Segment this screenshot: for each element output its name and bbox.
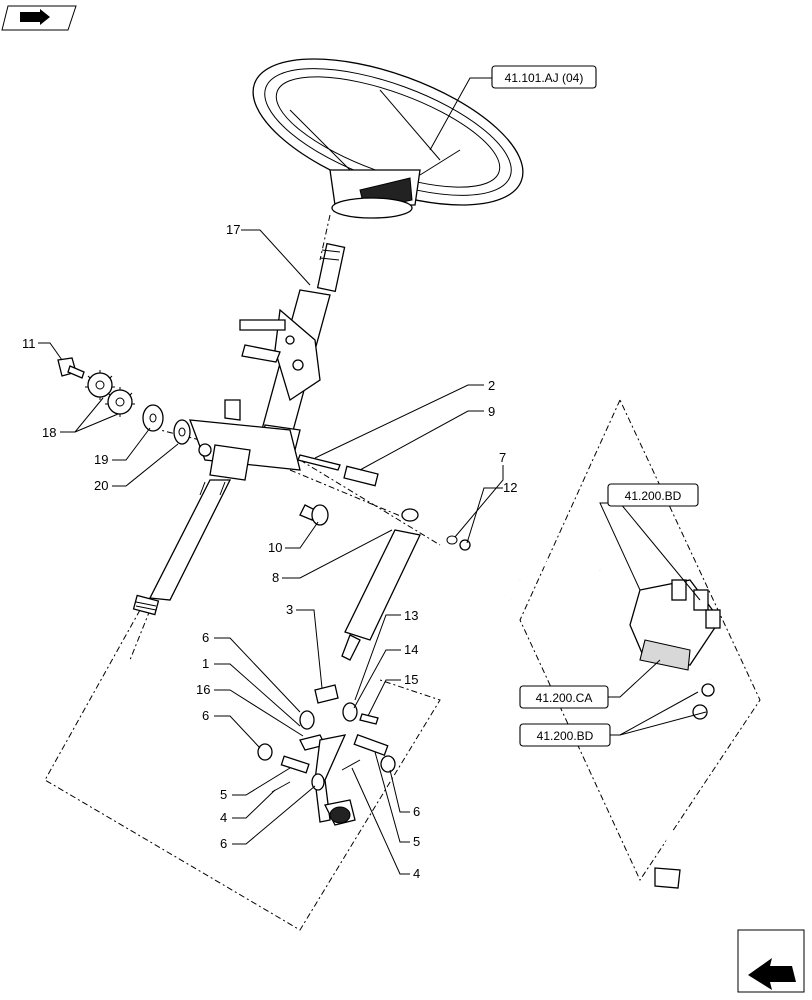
clip-7 <box>446 535 458 545</box>
callout-7: 7 <box>499 450 506 465</box>
star-washer-18a <box>85 370 115 400</box>
callout-5-a: 5 <box>220 787 227 802</box>
split-pin-4-right <box>341 759 361 771</box>
callout-6-b: 6 <box>202 708 209 723</box>
callout-18: 18 <box>42 425 56 440</box>
ref-box-hydraulic-mid[interactable]: 41.200.CA <box>519 685 609 709</box>
callout-5-b: 5 <box>413 834 420 849</box>
hydraulic-steering-unit <box>510 559 724 889</box>
callout-16: 16 <box>196 682 210 697</box>
callout-13: 13 <box>404 608 418 623</box>
ref-label-steering-wheel: 41.101.AJ (04) <box>505 71 584 85</box>
washer-19 <box>142 404 164 432</box>
pin-5-left <box>280 755 310 774</box>
ref-label-hydraulic-top: 41.200.BD <box>625 489 682 503</box>
next-page-arrow-icon[interactable] <box>737 929 805 993</box>
washer-20 <box>173 419 191 445</box>
nut-12 <box>459 539 471 551</box>
callout-8: 8 <box>272 570 279 585</box>
callout-10: 10 <box>268 540 282 555</box>
ref-box-hydraulic-bottom[interactable]: 41.200.BD <box>519 723 611 747</box>
callout-12: 12 <box>503 480 517 495</box>
ref-label-hydraulic-bottom: 41.200.BD <box>537 729 594 743</box>
steering-wheel <box>252 58 524 219</box>
callout-9: 9 <box>488 404 495 419</box>
washer-6-right <box>380 755 396 773</box>
assembly-boundary-main <box>44 609 441 931</box>
washer-6-left <box>257 743 273 761</box>
callout-19: 19 <box>94 452 108 467</box>
callout-2: 2 <box>488 378 495 393</box>
callout-4-b: 4 <box>413 866 420 881</box>
sleeve-9 <box>343 465 379 487</box>
callout-20: 20 <box>94 478 108 493</box>
callout-6-c: 6 <box>220 836 227 851</box>
ref-box-hydraulic-top[interactable]: 41.200.BD <box>607 483 699 507</box>
gas-strut-8 <box>341 508 421 661</box>
bracket-3 <box>314 684 339 704</box>
callout-labels: 17 11 18 19 20 2 9 7 12 10 8 3 13 14 15 … <box>22 222 517 881</box>
callout-6-a: 6 <box>202 630 209 645</box>
pedal-lever <box>299 710 356 826</box>
screw-15 <box>359 713 379 725</box>
callout-15: 15 <box>404 672 418 687</box>
knob-10 <box>299 504 329 526</box>
steering-column <box>132 242 346 616</box>
callout-4-a: 4 <box>220 810 227 825</box>
bolt-11 <box>57 357 85 379</box>
assembly-boundary-hydraulic <box>519 399 761 882</box>
washer-14 <box>342 702 358 722</box>
ref-box-steering-wheel[interactable]: 41.101.AJ (04) <box>491 65 597 89</box>
ref-label-hydraulic-mid: 41.200.CA <box>536 691 593 705</box>
callout-11: 11 <box>22 336 36 351</box>
callout-3: 3 <box>286 602 293 617</box>
callout-14: 14 <box>404 642 418 657</box>
callout-1: 1 <box>202 656 209 671</box>
callout-17: 17 <box>226 222 240 237</box>
pin-2 <box>297 454 341 471</box>
book-arrow-icon[interactable] <box>1 5 77 31</box>
callout-6-d: 6 <box>413 804 420 819</box>
star-washer-18b <box>105 387 135 417</box>
pin-5-right <box>353 733 389 757</box>
